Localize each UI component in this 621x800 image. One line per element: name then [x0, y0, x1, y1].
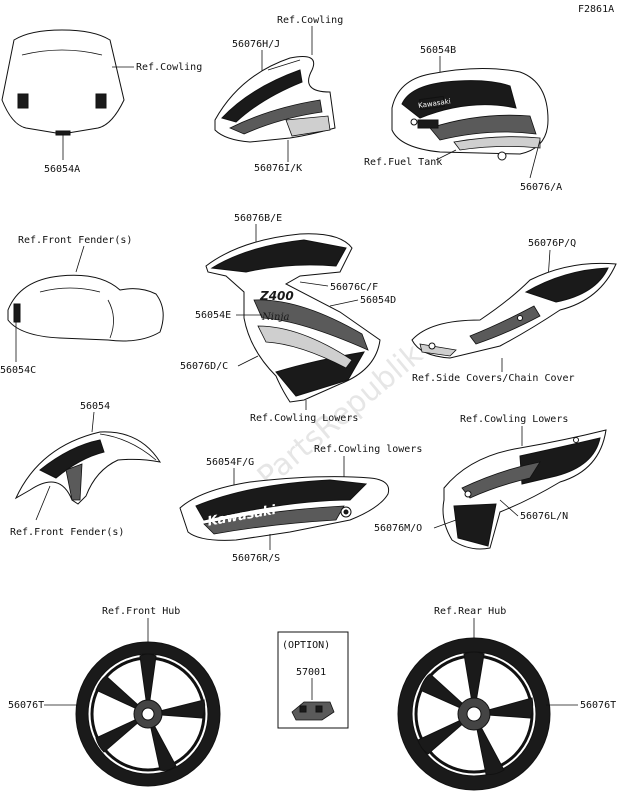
label-56054B: 56054B — [420, 45, 456, 56]
label-56076HJ: 56076H/J — [232, 39, 280, 50]
label-56076LN: 56076L/N — [520, 511, 568, 522]
label-57001: 57001 — [296, 667, 326, 678]
label-ref-front-fender-1: Ref.Front Fender(s) — [18, 235, 132, 246]
windscreen-part — [1, 29, 125, 136]
label-56054D: 56054D — [360, 295, 396, 306]
label-56076T-left: 56076T — [8, 700, 44, 711]
label-56076CF: 56076C/F — [330, 282, 378, 293]
side-cover-part — [411, 262, 617, 359]
rear-lower-cowling-part — [442, 429, 607, 550]
label-ref-front-hub: Ref.Front Hub — [102, 606, 180, 617]
upper-cowling-part — [214, 56, 336, 143]
label-56076IK: 56076I/K — [254, 163, 302, 174]
option-tool-part — [291, 701, 335, 721]
label-ref-cowling-lowers-2: Ref.Cowling lowers — [314, 444, 422, 455]
label-56054: 56054 — [80, 401, 110, 412]
z400-decal-text: Z400 — [259, 289, 294, 303]
label-56054FG: 56054F/G — [206, 457, 254, 468]
label-ref-cowling-top: Ref.Cowling — [277, 15, 343, 26]
label-ref-rear-hub: Ref.Rear Hub — [434, 606, 506, 617]
label-ref-front-fender-2: Ref.Front Fender(s) — [10, 527, 124, 538]
label-56076PQ: 56076P/Q — [528, 238, 576, 249]
label-ref-cowling-screen: Ref.Cowling — [136, 62, 202, 73]
rear-wheel-part — [397, 637, 551, 791]
label-56054E: 56054E — [195, 310, 231, 321]
ninja-decal-text: Ninja — [261, 312, 289, 323]
label-56054C: 56054C — [0, 365, 36, 376]
front-fender-side-part — [14, 431, 162, 505]
middle-cowling-part: Z400 Ninja — [205, 233, 381, 403]
label-ref-cowling-lowers-3: Ref.Cowling Lowers — [460, 414, 568, 425]
front-fender-top-part — [7, 274, 164, 342]
label-56076RS: 56076R/S — [232, 553, 280, 564]
fuel-tank-part: Kawasaki — [391, 67, 549, 161]
label-56076MO: 56076M/O — [374, 523, 422, 534]
label-56076T-right: 56076T — [580, 700, 616, 711]
figure-code: F2861A — [578, 4, 614, 15]
label-56076DC: 56076D/C — [180, 361, 228, 372]
label-ref-fuel-tank: Ref.Fuel Tank — [364, 157, 442, 168]
label-56054A: 56054A — [44, 164, 80, 175]
lower-cowling-part: Kawasaki — [179, 476, 390, 541]
label-ref-side-covers: Ref.Side Covers/Chain Cover — [412, 373, 575, 384]
label-56076BE: 56076B/E — [234, 213, 282, 224]
label-56076A: 56076/A — [520, 182, 562, 193]
label-option: (OPTION) — [282, 640, 330, 651]
front-wheel-part — [75, 641, 221, 787]
label-ref-cowling-lowers-1: Ref.Cowling Lowers — [250, 413, 358, 424]
